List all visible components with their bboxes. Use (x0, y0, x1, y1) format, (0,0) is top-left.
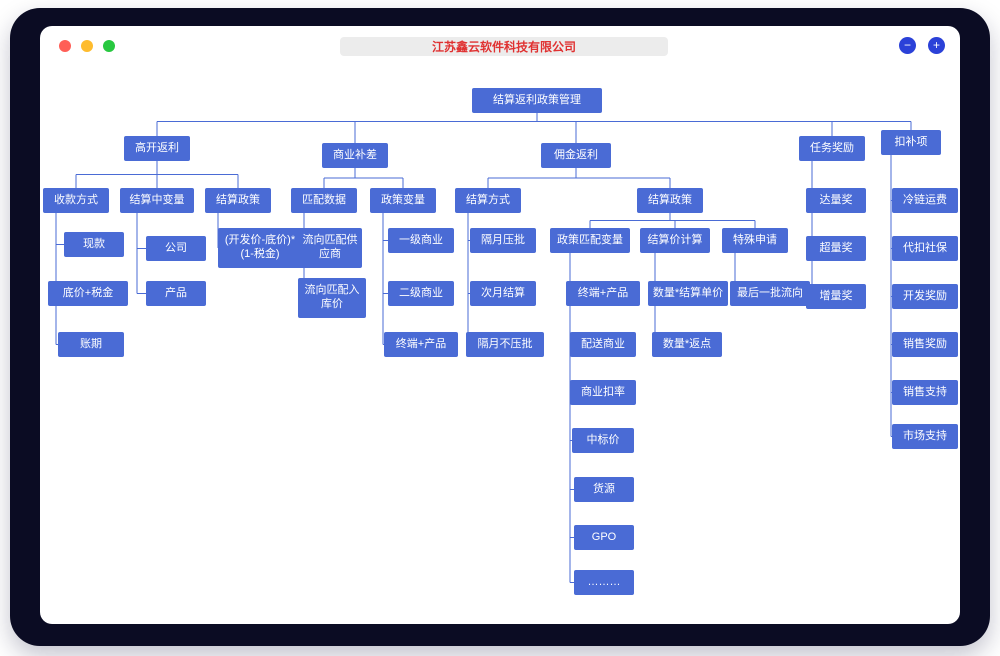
tree-node-kfjl[interactable]: 开发奖励 (892, 284, 958, 309)
tree-node-zq[interactable]: 账期 (58, 332, 124, 357)
tree-node-jszc_g[interactable]: 结算政策 (205, 188, 271, 213)
tree-node-kbx[interactable]: 扣补项 (881, 130, 941, 155)
minimize-button[interactable] (81, 40, 93, 52)
tree-node-zhyplx[interactable]: 最后一批流向 (730, 281, 810, 306)
zoom-out-button[interactable]: − (899, 37, 916, 54)
tree-node-lxgys[interactable]: 流向匹配供应商 (298, 228, 362, 268)
tree-node-slfd[interactable]: 数量*返点 (652, 332, 722, 357)
zoom-controls: − + (899, 37, 945, 54)
tree-node-root[interactable]: 结算返利政策管理 (472, 88, 602, 113)
tree-node-zlj[interactable]: 增量奖 (806, 284, 866, 309)
tree-node-zbj[interactable]: 中标价 (572, 428, 634, 453)
maximize-button[interactable] (103, 40, 115, 52)
tree-node-hy[interactable]: 货源 (574, 477, 634, 502)
tree-node-jsjjs[interactable]: 结算价计算 (640, 228, 710, 253)
tree-node-formula[interactable]: (开发价-底价)*(1-税金) (218, 228, 302, 268)
tree-node-djsj[interactable]: 底价+税金 (48, 281, 128, 306)
tree-node-gpo[interactable]: GPO (574, 525, 634, 550)
tree-node-gkfl[interactable]: 高开返利 (124, 136, 190, 161)
tree-node-sybc[interactable]: 商业补差 (322, 143, 388, 168)
tree-node-dots[interactable]: ……… (574, 570, 634, 595)
tree-node-pssy[interactable]: 配送商业 (570, 332, 636, 357)
tree-node-zdcp1[interactable]: 终端+产品 (384, 332, 458, 357)
app-window-frame (10, 8, 990, 646)
tree-node-llyf[interactable]: 冷链运费 (892, 188, 958, 213)
tree-node-zdcp2[interactable]: 终端+产品 (566, 281, 640, 306)
zoom-in-button[interactable]: + (928, 37, 945, 54)
tree-node-dksb[interactable]: 代扣社保 (892, 236, 958, 261)
tree-node-jszbl[interactable]: 结算中变量 (120, 188, 194, 213)
tree-node-dlj[interactable]: 达量奖 (806, 188, 866, 213)
tree-node-gybyp[interactable]: 隔月不压批 (466, 332, 544, 357)
tree-node-yjfl[interactable]: 佣金返利 (541, 143, 611, 168)
tree-node-tssq[interactable]: 特殊申请 (722, 228, 788, 253)
window-title-text: 江苏鑫云软件科技有限公司 (431, 40, 576, 54)
traffic-lights (59, 40, 115, 52)
tree-node-sykl[interactable]: 商业扣率 (570, 380, 636, 405)
tree-node-ejsy[interactable]: 二级商业 (388, 281, 454, 306)
tree-node-skfs[interactable]: 收款方式 (43, 188, 109, 213)
tree-node-xszc[interactable]: 销售支持 (892, 380, 958, 405)
tree-node-yjsy[interactable]: 一级商业 (388, 228, 454, 253)
tree-node-xk[interactable]: 现款 (64, 232, 124, 257)
tree-node-clj[interactable]: 超量奖 (806, 236, 866, 261)
tree-node-rwjl[interactable]: 任务奖励 (799, 136, 865, 161)
close-button[interactable] (59, 40, 71, 52)
tree-node-jsfs[interactable]: 结算方式 (455, 188, 521, 213)
titlebar: 江苏鑫云软件科技有限公司 − + (0, 0, 1000, 70)
tree-node-gs[interactable]: 公司 (146, 236, 206, 261)
tree-node-zcppbl[interactable]: 政策匹配变量 (550, 228, 630, 253)
tree-node-sljsdj[interactable]: 数量*结算单价 (648, 281, 728, 306)
tree-node-gyyp[interactable]: 隔月压批 (470, 228, 536, 253)
window-title: 江苏鑫云软件科技有限公司 (340, 37, 668, 56)
tree-node-jszc_y[interactable]: 结算政策 (637, 188, 703, 213)
window-content-area (40, 26, 960, 624)
tree-node-cyjs[interactable]: 次月结算 (470, 281, 536, 306)
tree-node-zcbl[interactable]: 政策变量 (370, 188, 436, 213)
tree-node-cp[interactable]: 产品 (146, 281, 206, 306)
tree-node-lxrkj[interactable]: 流向匹配入库价 (298, 278, 366, 318)
tree-node-xsjl[interactable]: 销售奖励 (892, 332, 958, 357)
tree-node-ppsj[interactable]: 匹配数据 (291, 188, 357, 213)
tree-node-sczc[interactable]: 市场支持 (892, 424, 958, 449)
